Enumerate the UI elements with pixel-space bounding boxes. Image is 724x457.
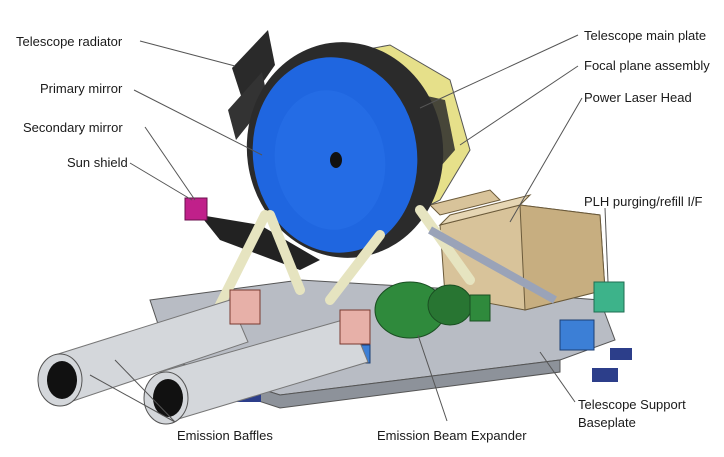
label-emission-baffles: Emission Baffles	[177, 428, 273, 443]
label-telescope-support-line2: Baseplate	[578, 415, 636, 430]
label-sun-shield: Sun shield	[67, 155, 128, 170]
support-struts	[215, 205, 475, 310]
telescope-radiator	[228, 30, 275, 140]
label-telescope-support-line1: Telescope Support	[578, 397, 686, 412]
label-plh-purging: PLH purging/refill I/F	[584, 194, 703, 209]
emission-beam-expander	[374, 281, 491, 339]
label-secondary-mirror: Secondary mirror	[23, 120, 123, 135]
primary-mirror	[252, 57, 418, 253]
label-telescope-main-plate: Telescope main plate	[584, 28, 707, 43]
label-focal-plane-assembly: Focal plane assembly	[584, 58, 710, 73]
plh-purging-interface	[593, 281, 625, 313]
label-emission-beam-expander: Emission Beam Expander	[377, 428, 527, 443]
plh-strut	[428, 226, 557, 304]
leader-lines	[89, 34, 609, 423]
label-telescope-radiator: Telescope radiator	[16, 34, 123, 49]
label-power-laser-head: Power Laser Head	[584, 90, 692, 105]
label-primary-mirror: Primary mirror	[40, 81, 123, 96]
